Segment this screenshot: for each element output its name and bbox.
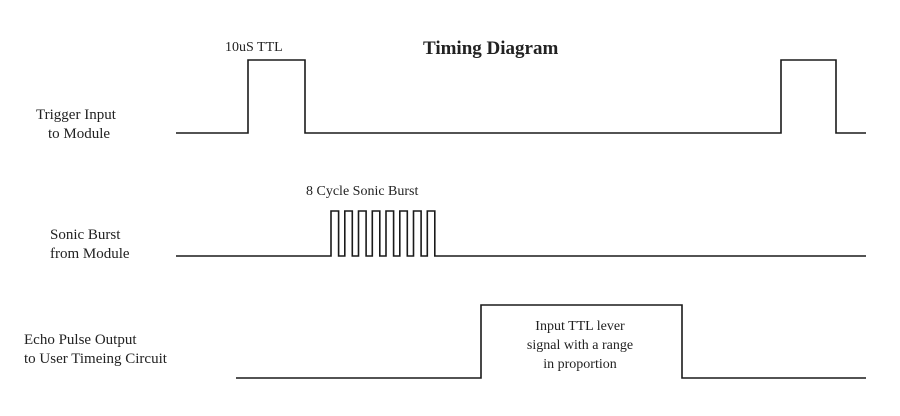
echo-waveform (236, 304, 866, 379)
diagram-title: Timing Diagram (423, 38, 558, 59)
burst-annotation: 8 Cycle Sonic Burst (306, 184, 418, 199)
trigger-waveform (176, 59, 866, 134)
burst-label-line1: Sonic Burst (50, 227, 121, 243)
echo-annotation-line1: Input TTL lever (535, 319, 625, 334)
echo-label-line2: to User Timeing Circuit (24, 351, 168, 367)
trigger-pulse-annotation: 10uS TTL (225, 40, 283, 55)
echo-label-line1: Echo Pulse Output (24, 332, 137, 348)
echo-annotation-line3: in proportion (543, 357, 617, 372)
burst-label-line2: from Module (50, 246, 130, 262)
trigger-label-line1: Trigger Input (36, 107, 117, 123)
trigger-label-line2: to Module (48, 126, 110, 142)
sonic-burst-waveform (176, 210, 866, 257)
echo-annotation-line2: signal with a range (527, 338, 633, 353)
